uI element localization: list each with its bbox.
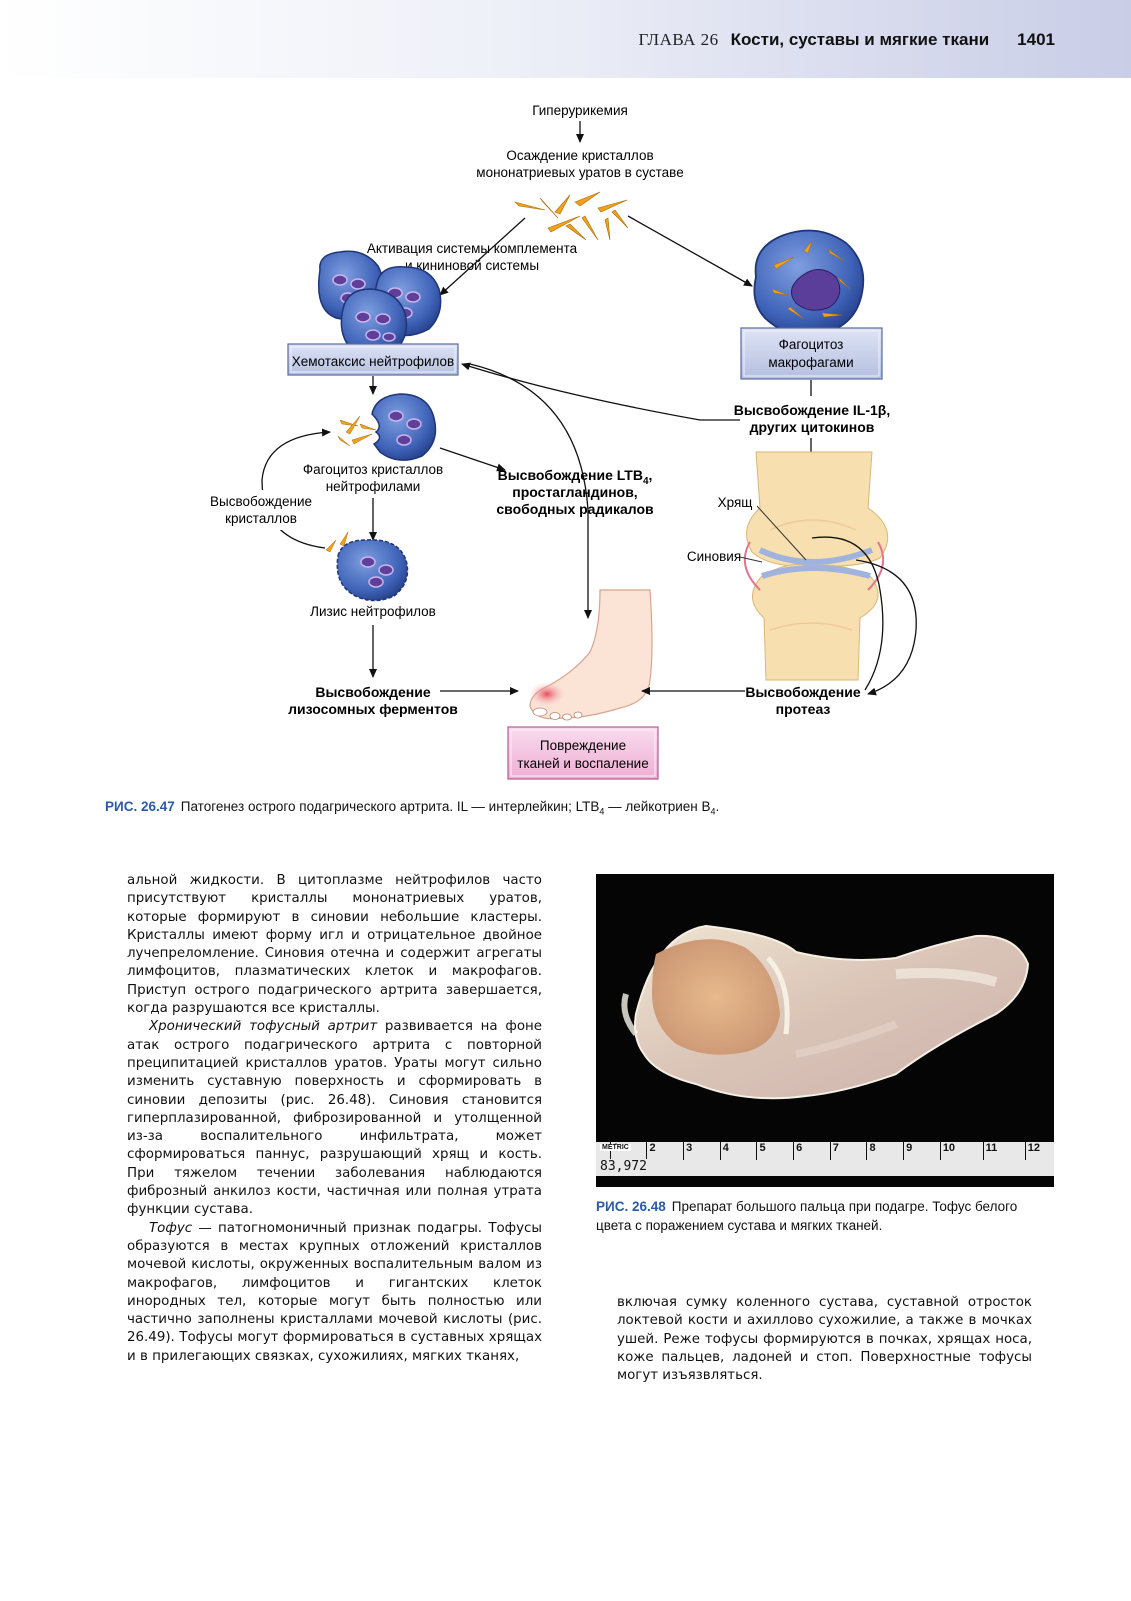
label-il1-1: Высвобождение IL-1β, bbox=[734, 402, 891, 418]
term-chronic-tophaceous-arthritis: Хронический тофусный артрит bbox=[149, 1019, 378, 1035]
ruler-number: 11 bbox=[982, 1142, 997, 1160]
neutrophil-cluster bbox=[318, 250, 442, 359]
paragraph-1: альной жидкости. В цитоплазме нейтрофило… bbox=[127, 873, 542, 1017]
ruler-number: 9 bbox=[903, 1142, 912, 1160]
label-neutro-phago-1: Фагоцитоз кристаллов bbox=[303, 462, 443, 477]
label-damage-1: Повреждение bbox=[540, 738, 626, 753]
ruler-number: 2 bbox=[646, 1142, 656, 1160]
leader-synovium bbox=[739, 556, 763, 563]
right-column-text: включая сумку коленного сустава, суставн… bbox=[617, 1294, 1032, 1385]
arrow-chemotaxis-to-damage bbox=[469, 363, 592, 619]
specimen-photo-gout-toe: 123456789101112 METRIC 83,972 bbox=[596, 874, 1054, 1187]
figure-label-26-48: РИС. 26.48 bbox=[596, 1199, 666, 1214]
label-ltb4-3: свободных радикалов bbox=[496, 501, 654, 517]
label-macrophage-phago-1: Фагоцитоз bbox=[779, 337, 844, 352]
label-cartilage: Хрящ bbox=[718, 495, 753, 510]
label-deposition-1: Осаждение кристаллов bbox=[506, 148, 653, 163]
label-neutro-phago-2: нейтрофилами bbox=[326, 479, 421, 494]
left-column-text: альной жидкости. В цитоплазме нейтрофило… bbox=[127, 872, 542, 1366]
label-crystal-release-2: кристаллов bbox=[225, 511, 297, 526]
urate-crystals-cluster bbox=[513, 191, 629, 241]
label-hyperuricemia: Гиперурикемия bbox=[532, 103, 628, 118]
crystal-release-label-bg bbox=[220, 490, 304, 530]
ruler-number: 3 bbox=[683, 1142, 692, 1160]
right-paragraph-1: включая сумку коленного сустава, суставн… bbox=[617, 1295, 1032, 1384]
label-lyso-2: лизосомных ферментов bbox=[288, 701, 458, 717]
label-deposition-2: мононатриевых уратов в суставе bbox=[476, 165, 683, 180]
chapter-number: ГЛАВА 26 bbox=[638, 30, 719, 49]
ruler-number: 10 bbox=[939, 1142, 955, 1160]
label-protease-2: протеаз bbox=[776, 701, 831, 717]
label-chemotaxis: Хемотаксис нейтрофилов bbox=[292, 354, 454, 369]
ruler-number: 7 bbox=[829, 1142, 839, 1160]
box-chemotaxis: Хемотаксис нейтрофилов bbox=[287, 343, 459, 376]
paragraph-2: Хронический тофусный артрит развивается … bbox=[127, 1018, 542, 1219]
figure-label-26-47: РИС. 26.47 bbox=[105, 799, 175, 814]
gout-pathogenesis-diagram: Гиперурикемия Осаждение кристаллов монон… bbox=[210, 103, 917, 780]
term-tophus: Тофус bbox=[149, 1220, 193, 1236]
label-ltb4-2: простагландинов, bbox=[512, 484, 637, 500]
chapter-title: Кости, суставы и мягкие ткани bbox=[730, 30, 990, 49]
caption-text-26-48: Препарат большого пальца при подагре. То… bbox=[596, 1199, 1018, 1233]
arrow-il1-to-chemotaxis bbox=[461, 362, 701, 421]
arrow-crystal-release-loop bbox=[261, 428, 331, 549]
specimen-number: 83,972 bbox=[598, 1159, 649, 1174]
label-macrophage-phago-2: макрофагами bbox=[768, 355, 853, 370]
metric-ruler: 123456789101112 METRIC 83,972 bbox=[596, 1142, 1054, 1176]
ruler-number: 12 bbox=[1024, 1142, 1040, 1160]
curve-joint-to-protease-1 bbox=[811, 536, 884, 691]
arrow-phagocytosis-to-ltb4 bbox=[439, 447, 506, 472]
neutrophil-lysing bbox=[325, 531, 409, 602]
paragraph-2-text: развивается на фоне атак острого подагри… bbox=[127, 1019, 543, 1218]
page-number: 1401 bbox=[1017, 30, 1055, 49]
label-damage-2: тканей и воспаление bbox=[517, 756, 648, 771]
ruler-number: 8 bbox=[866, 1142, 876, 1160]
ruler-metric-label: METRIC bbox=[600, 1144, 631, 1151]
knee-joint-illustration bbox=[743, 451, 889, 681]
box-tissue-damage: Повреждение тканей и воспаление bbox=[507, 726, 659, 780]
label-protease-1: Высвобождение bbox=[745, 684, 861, 700]
caption-sub-1: 4 bbox=[599, 806, 605, 817]
ruler-numbers: 123456789101112 bbox=[596, 1142, 1054, 1160]
label-crystal-release-1: Высвобождение bbox=[210, 494, 312, 509]
ruler-number: 5 bbox=[756, 1142, 766, 1160]
label-ltb4-1: Высвобождение LTB4, bbox=[498, 467, 653, 487]
caption-text-26-47-b: — лейкотриен B bbox=[604, 799, 711, 814]
paragraph-3: Тофус — патогномоничный признак подагры.… bbox=[127, 1220, 542, 1366]
caption-sub-2: 4 bbox=[710, 806, 716, 817]
curve-joint-to-protease-2 bbox=[855, 559, 917, 696]
ruler-number: 6 bbox=[793, 1142, 802, 1160]
arrow-crystals-to-macrophage bbox=[627, 215, 753, 287]
figure-caption-26-47: РИС. 26.47 Патогенез острого подагрическо… bbox=[105, 797, 1005, 822]
neutrophil-phagocytosing bbox=[371, 393, 437, 461]
macrophage-cell bbox=[753, 229, 865, 336]
label-lysis: Лизис нейтрофилов bbox=[310, 604, 436, 619]
leader-cartilage bbox=[756, 505, 807, 561]
ruler-number: 4 bbox=[719, 1142, 729, 1160]
crystals-near-neutrophil bbox=[337, 415, 377, 447]
specimen-illustration bbox=[621, 924, 1030, 1100]
label-il1-2: других цитокинов bbox=[750, 419, 875, 435]
foot-illustration bbox=[529, 589, 653, 721]
label-synovium: Синовия bbox=[687, 549, 741, 564]
paragraph-3-text: — патогномоничный признак подагры. Тофус… bbox=[127, 1220, 542, 1364]
label-activation-1: Активация системы комплемента bbox=[367, 241, 578, 256]
label-lyso-1: Высвобождение bbox=[315, 684, 431, 700]
caption-text-26-47-a: Патогенез острого подагрического артрита… bbox=[180, 799, 600, 814]
caption-text-26-47-c: . bbox=[715, 799, 720, 814]
arrow-crystals-to-neutrophils bbox=[439, 217, 526, 296]
page-header-band bbox=[0, 0, 1131, 78]
running-header: ГЛАВА 26 Кости, суставы и мягкие ткани 140… bbox=[638, 30, 1055, 50]
box-macrophage-phagocytosis: Фагоцитоз макрофагами bbox=[740, 327, 883, 380]
